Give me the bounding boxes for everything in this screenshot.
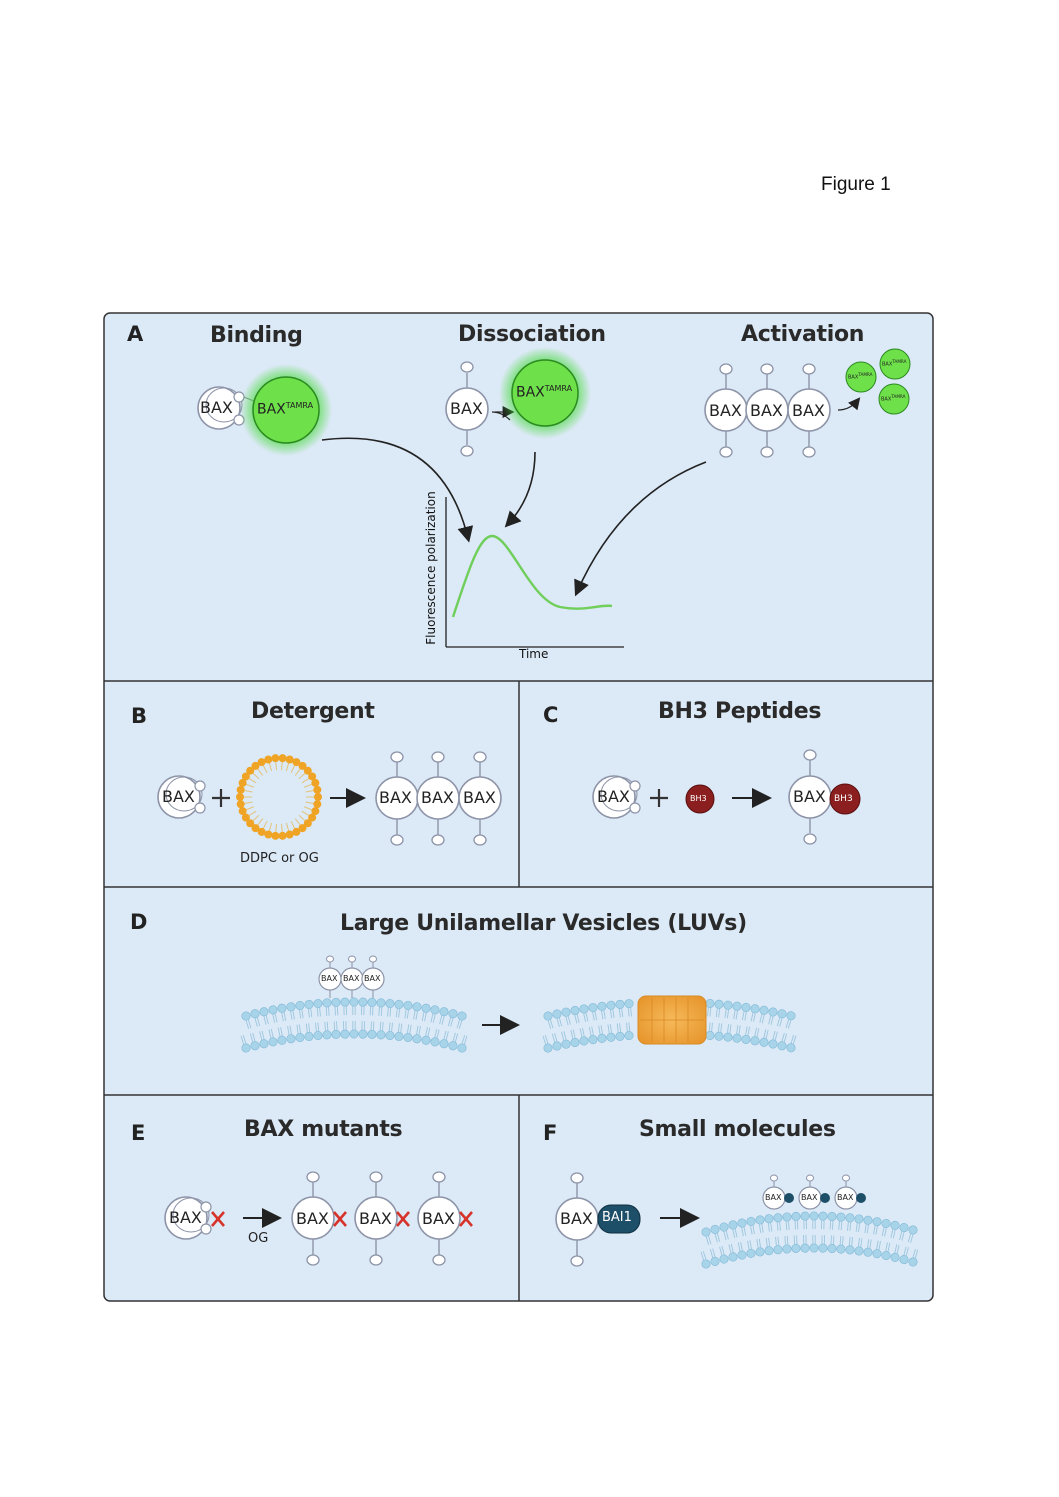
bax-label: BAX xyxy=(793,787,826,806)
plot-x-axis-label: Time xyxy=(519,647,549,661)
bh3-label: BH3 xyxy=(834,794,853,804)
bax-label: BAX xyxy=(296,1209,329,1228)
detergent-caption: DDPC or OG xyxy=(240,851,319,866)
plot-y-axis-label: Fluorescence polarization xyxy=(424,491,438,645)
free-tamra-icon xyxy=(879,348,911,380)
bax-label: BAX xyxy=(792,401,825,420)
small-bax-tamra-label: BAXTAMRA xyxy=(881,394,906,403)
panel-a-binding-title: Binding xyxy=(210,323,303,348)
bax-label: BAX xyxy=(364,974,381,983)
bax-label: BAX xyxy=(422,1209,455,1228)
bax-label: BAX xyxy=(765,1193,782,1202)
membrane-bound-bax-icon xyxy=(318,955,385,998)
panel-b-title: Detergent xyxy=(251,699,375,724)
inactive-bax-icon xyxy=(157,775,206,819)
bax-label: BAX xyxy=(560,1209,593,1228)
mutation-x-icon xyxy=(211,1211,225,1227)
bax-oligomer-icon xyxy=(375,751,502,846)
bai1-label: BAI1 xyxy=(602,1210,632,1225)
bax-label: BAX xyxy=(450,399,483,418)
bax-oligomer-icon xyxy=(704,363,831,458)
og-caption: OG xyxy=(248,1231,269,1246)
free-tamra-icon xyxy=(511,359,579,427)
bh3-peptide-icon xyxy=(829,783,861,815)
bax-tamra-label: BAXTAMRA xyxy=(257,401,314,418)
mutant-bax-oligomer-icon xyxy=(291,1171,473,1266)
bax-label: BAX xyxy=(379,788,412,807)
panel-c-title: BH3 Peptides xyxy=(658,699,822,724)
panel-a-dissociation-title: Dissociation xyxy=(458,322,606,347)
bax-label: BAX xyxy=(169,1208,202,1227)
panel-d-title: Large Unilamellar Vesicles (LUVs) xyxy=(340,911,747,936)
detergent-micelle-icon xyxy=(236,754,322,840)
bax-label: BAX xyxy=(597,787,630,806)
bai1-molecule-icon xyxy=(597,1204,641,1234)
bax-label: BAX xyxy=(200,398,233,417)
panel-a-activation-title: Activation xyxy=(741,322,865,347)
bax-label: BAX xyxy=(162,787,195,806)
panel-b-label: B xyxy=(131,704,148,728)
bax-tamra-label: BAXTAMRA xyxy=(516,384,573,401)
free-tamra-icon xyxy=(878,383,910,415)
panel-a-label: A xyxy=(127,322,144,346)
panel-d-label: D xyxy=(130,910,148,934)
inactive-bax-icon xyxy=(592,775,641,819)
fp-plot xyxy=(445,497,624,648)
bax-label: BAX xyxy=(421,788,454,807)
panel-f-label: F xyxy=(543,1121,558,1145)
plus-icon xyxy=(212,789,230,807)
panel-f-title: Small molecules xyxy=(639,1117,836,1142)
bax-label: BAX xyxy=(359,1209,392,1228)
inactive-bax-icon xyxy=(164,1196,212,1240)
small-bax-tamra-label: BAXTAMRA xyxy=(882,359,907,368)
panel-e-title: BAX mutants xyxy=(244,1117,403,1142)
panel-e-label: E xyxy=(131,1121,146,1145)
membrane-bound-bax-bai1-icon xyxy=(762,1174,866,1210)
bax-label: BAX xyxy=(750,401,783,420)
figure-label: Figure 1 xyxy=(821,174,891,195)
bax-label: BAX xyxy=(801,1193,818,1202)
bax-label: BAX xyxy=(321,974,338,983)
bax-pore-icon xyxy=(637,995,707,1045)
free-tamra-icon xyxy=(845,361,877,393)
panel-c-label: C xyxy=(543,703,559,727)
plus-icon xyxy=(650,789,668,807)
bh3-peptide-icon xyxy=(685,784,715,814)
bax-label: BAX xyxy=(709,401,742,420)
bh3-label: BH3 xyxy=(690,794,707,803)
active-bax-icon xyxy=(555,1172,599,1267)
active-bax-icon xyxy=(445,361,489,457)
bax-label: BAX xyxy=(463,788,496,807)
bax-label: BAX xyxy=(837,1193,854,1202)
small-bax-tamra-label: BAXTAMRA xyxy=(848,372,873,381)
bax-label: BAX xyxy=(343,974,360,983)
bax-tamra-icon xyxy=(252,376,320,444)
inactive-bax-icon xyxy=(197,386,257,430)
